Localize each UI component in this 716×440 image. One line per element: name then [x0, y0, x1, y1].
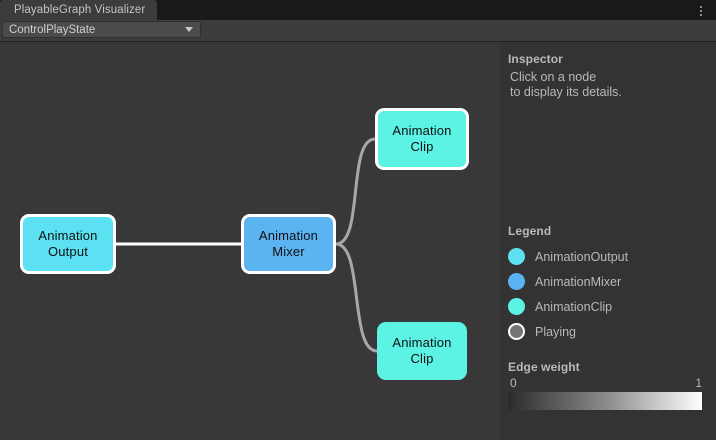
- toolbar: ControlPlayState: [0, 20, 716, 42]
- kebab-dot: [700, 13, 702, 16]
- edge-weight-scale: 0 1: [508, 376, 704, 392]
- graph-node-label-line-2: Clip: [410, 351, 434, 366]
- graph-edges: [114, 137, 379, 353]
- legend-swatch-icon: [508, 323, 525, 340]
- tab-label: PlayableGraph Visualizer: [14, 4, 146, 16]
- edge-weight-section: Edge weight 0 1: [508, 360, 704, 410]
- inspector-hint-line-1: Click on a node: [510, 70, 597, 84]
- graph-edge-clip-bottom-to-mixer: [334, 242, 379, 353]
- graph-node-label-line-2: Output: [48, 244, 88, 259]
- graph-node-label-line-1: Animation: [392, 335, 452, 350]
- legend-swatch-icon: [508, 273, 525, 290]
- legend-item: AnimationMixer: [508, 269, 708, 294]
- graph-selector-value: ControlPlayState: [9, 23, 96, 36]
- edge-weight-title: Edge weight: [508, 360, 580, 374]
- graph-node-label-line-1: Animation: [392, 123, 452, 138]
- graph-node-label-line-2: Mixer: [272, 244, 305, 259]
- graph-selector-dropdown[interactable]: ControlPlayState: [2, 21, 201, 38]
- legend-item: AnimationClip: [508, 294, 708, 319]
- edge-weight-max-label: 1: [695, 376, 702, 390]
- legend-item-label: AnimationClip: [535, 299, 613, 314]
- graph-node-label-line-1: Animation: [258, 228, 319, 243]
- edge-weight-gradient-bar: [508, 392, 702, 410]
- tab-playablegraph-visualizer[interactable]: PlayableGraph Visualizer: [0, 0, 158, 20]
- inspector-hint: Click on a node to display its details.: [508, 70, 708, 100]
- kebab-dot: [700, 5, 702, 8]
- graph-edge-clip-top-to-mixer: [334, 137, 377, 246]
- edge-weight-min-label: 0: [510, 376, 517, 390]
- legend-item-label: Playing: [535, 324, 576, 339]
- graph-node-label-line-1: Animation: [38, 228, 98, 243]
- legend-item: Playing: [508, 319, 708, 344]
- chevron-down-icon: [185, 27, 193, 32]
- inspector-hint-line-2: to display its details.: [510, 85, 622, 99]
- legend-swatch-icon: [508, 298, 525, 315]
- inspector-title: Inspector: [508, 52, 563, 66]
- legend-title: Legend: [508, 224, 552, 238]
- inspector-section: Inspector Click on a node to display its…: [508, 52, 708, 100]
- graph-node-label-line-2: Clip: [410, 139, 434, 154]
- window-tab-bar: PlayableGraph Visualizer: [0, 0, 716, 20]
- kebab-dot: [700, 9, 702, 12]
- legend-item-label: AnimationOutput: [535, 249, 629, 264]
- legend-item: AnimationOutput: [508, 244, 708, 269]
- legend-swatch-icon: [508, 248, 525, 265]
- kebab-menu-icon[interactable]: [694, 3, 708, 18]
- legend-item-label: AnimationMixer: [535, 274, 622, 289]
- side-panel: Inspector Click on a node to display its…: [500, 42, 716, 440]
